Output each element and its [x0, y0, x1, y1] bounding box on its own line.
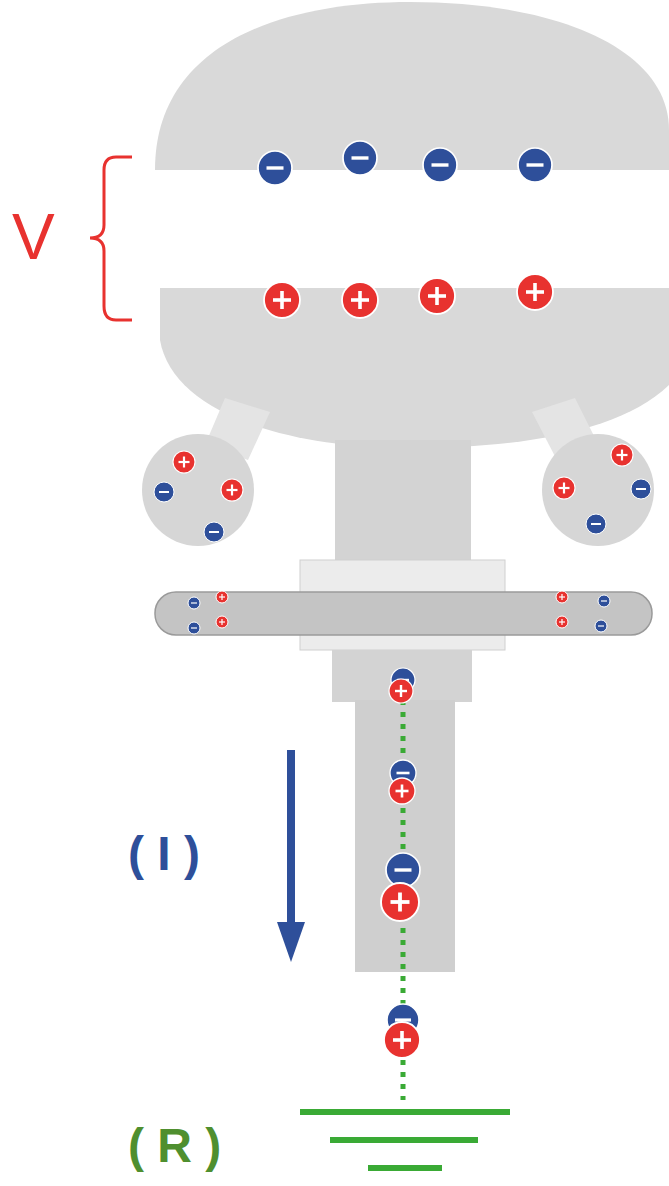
negative-charge [343, 141, 377, 175]
upper-dome [155, 2, 669, 170]
voltage-bracket [90, 157, 132, 320]
negative-charge [598, 595, 610, 607]
connector-block [332, 650, 472, 702]
positive-charge [556, 616, 568, 628]
negative-charge [631, 479, 651, 499]
negative-charge [258, 151, 292, 185]
charge-sign [395, 868, 412, 871]
positive-charge [216, 591, 228, 603]
charge-sign [397, 772, 410, 775]
positive-charge [419, 278, 455, 314]
charge-sign [621, 450, 623, 461]
positive-charge [173, 451, 195, 473]
negative-charge [154, 482, 174, 502]
charge-sign [527, 163, 544, 166]
left-bulb [142, 434, 254, 546]
charge-sign [183, 457, 185, 468]
positive-charge [216, 616, 228, 628]
negative-charge [586, 514, 606, 534]
charge-sign [435, 287, 439, 305]
charge-sign [221, 619, 222, 625]
positive-charge [611, 444, 633, 466]
charge-sign [267, 166, 284, 169]
charge-sign [280, 291, 284, 309]
negative-charge [386, 853, 420, 887]
charge-sign [563, 483, 565, 494]
charge-sign [209, 531, 219, 533]
charge-sign [591, 523, 601, 525]
negative-charge [595, 620, 607, 632]
charge-sign [398, 893, 402, 912]
positive-charge [381, 883, 419, 921]
charge-sign [191, 627, 197, 628]
charge-sign [598, 625, 604, 626]
positive-charge [221, 479, 243, 501]
charge-sign [533, 283, 537, 301]
ground-line [368, 1165, 442, 1171]
positive-charge [342, 282, 378, 318]
charge-sign [352, 156, 369, 159]
charge-sign [231, 485, 233, 496]
positive-charge [553, 477, 575, 499]
neck [335, 440, 471, 565]
positive-charge [389, 679, 413, 703]
negative-charge [518, 148, 552, 182]
charge-sign [159, 491, 169, 493]
resistance-label: ( R ) [128, 1122, 221, 1170]
charge-sign [636, 488, 646, 490]
positive-charge [517, 274, 553, 310]
ground-line [330, 1137, 478, 1143]
charge-sign [358, 291, 362, 309]
negative-charge [188, 622, 200, 634]
positive-charge [389, 778, 415, 804]
current-arrowhead [277, 922, 305, 962]
charge-sign [221, 594, 222, 600]
charge-sign [561, 594, 562, 600]
crossbar [155, 592, 652, 635]
charge-sign [395, 1018, 411, 1021]
ground-line [300, 1109, 510, 1115]
right-bulb [542, 434, 654, 546]
charge-sign [191, 602, 197, 603]
charge-sign [561, 619, 562, 625]
positive-charge [556, 591, 568, 603]
negative-charge [204, 522, 224, 542]
current-arrow [287, 750, 295, 930]
positive-charge [264, 282, 300, 318]
charge-sign [432, 163, 449, 166]
charge-sign [400, 1031, 404, 1049]
charge-sign [601, 600, 607, 601]
negative-charge [188, 597, 200, 609]
current-label: ( I ) [128, 830, 200, 878]
charge-sign [400, 685, 402, 697]
voltage-label: V [12, 205, 55, 269]
positive-charge [384, 1022, 420, 1058]
negative-charge [423, 148, 457, 182]
charge-sign [401, 785, 404, 798]
